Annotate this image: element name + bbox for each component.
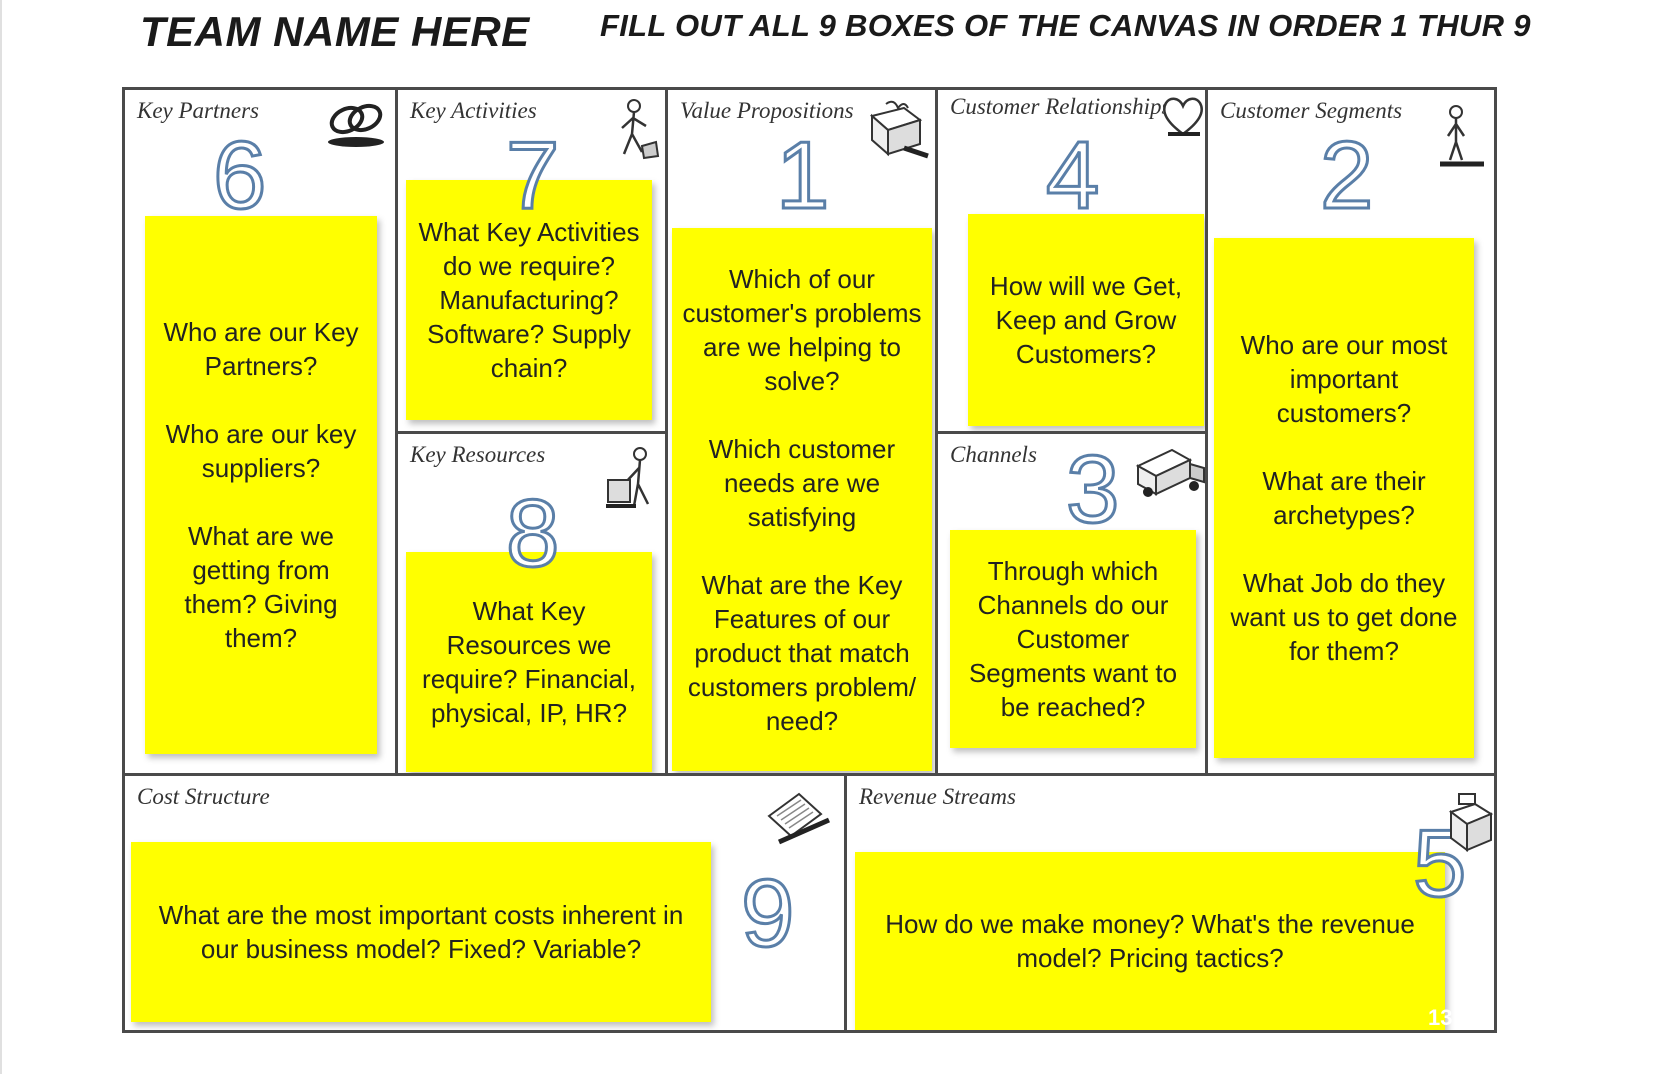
delivery-truck-icon — [1132, 444, 1205, 507]
customer-relationships-title: Customer Relationships — [950, 94, 1171, 119]
hand-truck-worker-icon — [604, 444, 664, 521]
customer-segments-note: Who are our most important customers? Wh… — [1214, 238, 1474, 758]
value-propositions-box: Value Propositions 1 Which of our custom… — [665, 87, 938, 776]
customer-segments-box: Customer Segments 2 Who are our most imp… — [1205, 87, 1497, 776]
value-propositions-title: Value Propositions — [680, 98, 854, 123]
cost-structure-title: Cost Structure — [137, 784, 270, 809]
instructions-heading: FILL OUT ALL 9 BOXES OF THE CANVAS IN OR… — [600, 8, 1531, 43]
customer-segments-number: 2 — [1318, 122, 1374, 229]
cost-structure-number: 9 — [739, 860, 795, 967]
customer-relationships-box: Customer Relationships 4 How will we Get… — [935, 87, 1208, 434]
cash-register-icon — [1445, 792, 1494, 861]
key-activities-box: Key Activities 7 What Key Activities do … — [395, 87, 668, 434]
channels-box: Channels 3 Through which Channels do our… — [935, 431, 1208, 776]
revenue-streams-note: How do we make money? What's the revenue… — [855, 852, 1445, 1030]
revenue-streams-title: Revenue Streams — [859, 784, 1016, 809]
page-edge — [0, 0, 2, 1074]
cost-structure-note: What are the most important costs inhere… — [131, 842, 711, 1022]
key-activities-title: Key Activities — [410, 98, 537, 123]
team-name-heading: TEAM NAME HERE — [140, 8, 530, 55]
channels-title: Channels — [950, 442, 1037, 467]
key-resources-number: 8 — [504, 480, 560, 587]
key-partners-number: 6 — [211, 122, 267, 229]
key-partners-box: Key Partners 6 Who are our Key Partners?… — [122, 87, 398, 776]
customer-segments-title: Customer Segments — [1220, 98, 1403, 123]
key-activities-number: 7 — [504, 122, 560, 229]
key-resources-box: Key Resources 8 What Key Resources we re… — [395, 431, 668, 776]
worker-icon — [612, 96, 662, 165]
key-partners-note: Who are our Key Partners? Who are our ke… — [145, 216, 377, 754]
customer-relationships-note: How will we Get, Keep and Grow Customers… — [968, 214, 1204, 426]
key-partners-title: Key Partners — [137, 98, 260, 123]
key-activities-note: What Key Activities do we require? Manuf… — [406, 180, 652, 420]
channels-note: Through which Channels do our Customer S… — [950, 530, 1196, 748]
gift-box-icon — [864, 98, 932, 165]
business-model-canvas: Key Partners 6 Who are our Key Partners?… — [122, 87, 1562, 1065]
chain-link-icon — [323, 98, 389, 155]
receipt-icon — [759, 786, 835, 857]
value-propositions-note: Which of our customer's problems are we … — [672, 228, 932, 771]
cost-structure-box: Cost Structure 9 What are the most impor… — [122, 773, 847, 1033]
channels-number: 3 — [1064, 436, 1120, 543]
customer-relationships-number: 4 — [1044, 122, 1100, 229]
value-propositions-number: 1 — [774, 122, 830, 229]
heart-icon — [1160, 94, 1205, 143]
slide-number: 13 — [1428, 1005, 1453, 1030]
person-icon — [1434, 102, 1490, 173]
revenue-streams-box: Revenue Streams 5 How do we make money? … — [844, 773, 1497, 1033]
key-resources-title: Key Resources — [410, 442, 546, 467]
key-resources-note: What Key Resources we require? Financial… — [406, 552, 652, 772]
